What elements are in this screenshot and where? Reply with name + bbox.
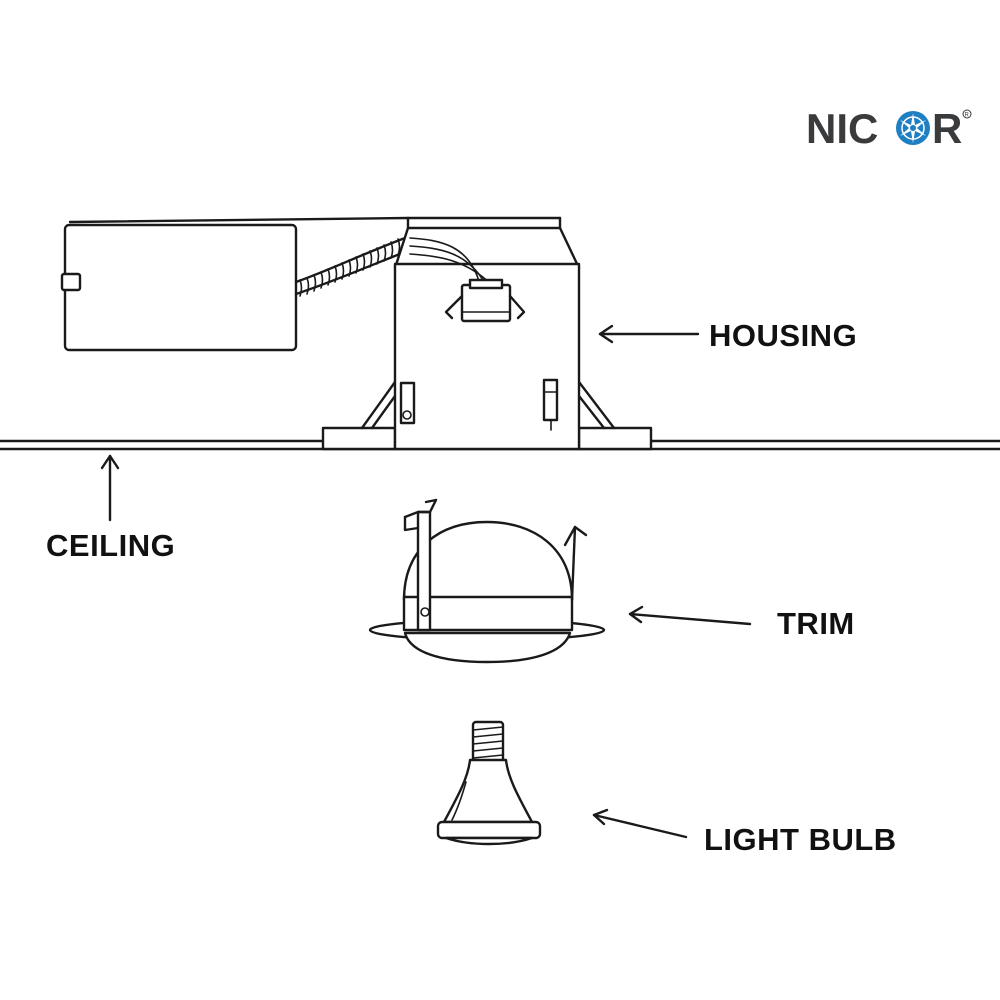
arrow-ceiling bbox=[100, 454, 120, 522]
logo-text-prefix: NIC bbox=[806, 105, 878, 152]
svg-text:R: R bbox=[965, 113, 970, 119]
par-bulb-icon bbox=[436, 720, 542, 846]
flex-conduit-icon bbox=[294, 236, 407, 297]
arrow-trim bbox=[628, 605, 752, 626]
trim-icon bbox=[368, 498, 606, 664]
logo-text-suffix: R bbox=[932, 105, 962, 152]
junction-box-icon bbox=[60, 216, 562, 352]
recessed-housing-icon bbox=[321, 216, 653, 451]
brand-logo: NIC R R bbox=[806, 105, 972, 152]
lamp-socket-icon bbox=[444, 278, 526, 323]
label-trim: TRIM bbox=[777, 606, 855, 641]
registered-mark-icon: R bbox=[962, 109, 972, 119]
label-ceiling: CEILING bbox=[46, 528, 175, 563]
label-light-bulb: LIGHT BULB bbox=[704, 822, 897, 857]
arrow-housing bbox=[598, 324, 700, 344]
label-housing: HOUSING bbox=[709, 318, 857, 353]
logo-starburst-icon bbox=[896, 111, 930, 145]
arrow-light-bulb bbox=[592, 808, 688, 839]
